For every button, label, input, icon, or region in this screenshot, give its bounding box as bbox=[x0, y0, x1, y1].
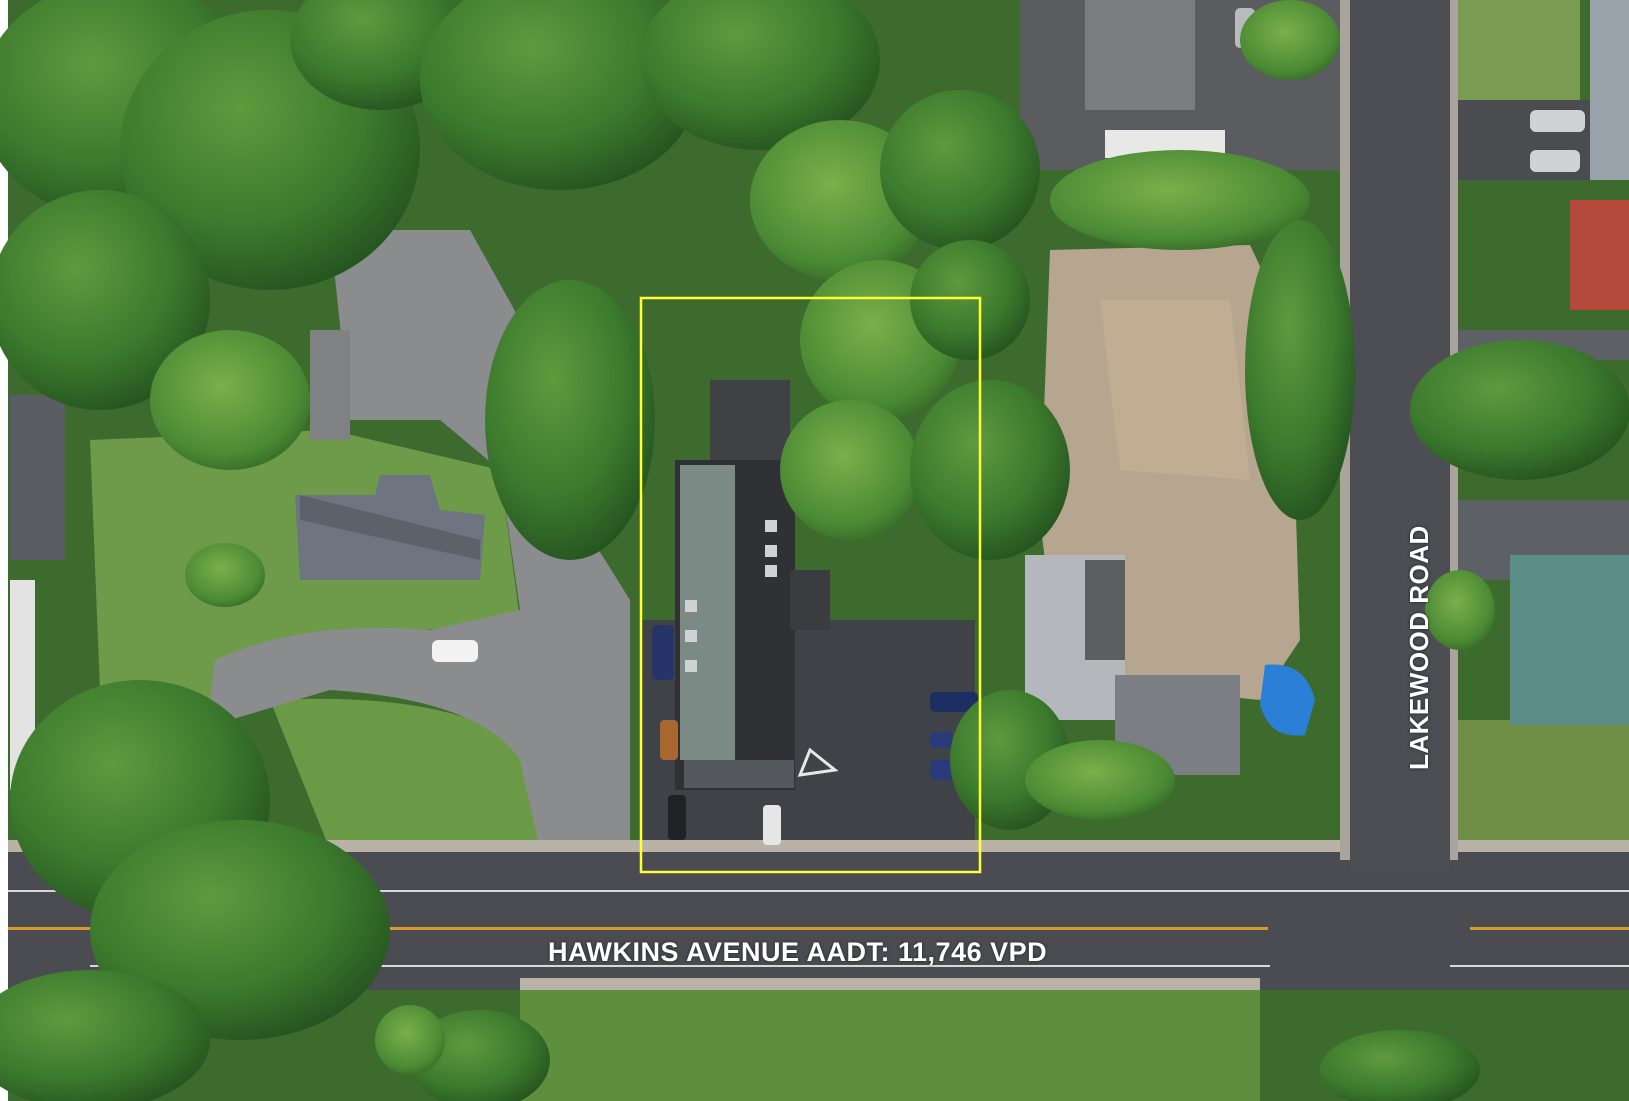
tree-canopy bbox=[1025, 740, 1175, 820]
center-line-yellow-east bbox=[1470, 927, 1629, 930]
lawn-southwest bbox=[270, 698, 550, 850]
parked-car bbox=[1530, 110, 1585, 132]
parking-stripe-marking bbox=[797, 747, 839, 777]
house-east-red-roof bbox=[1570, 200, 1629, 310]
lawn-northeast bbox=[1450, 0, 1580, 100]
parked-van bbox=[652, 625, 674, 680]
shrub bbox=[375, 1005, 445, 1075]
parked-car-white bbox=[432, 640, 478, 662]
hawkins-avenue-label: HAWKINS AVENUE AADT: 11,746 VPD bbox=[548, 937, 1048, 967]
roof-vent bbox=[685, 660, 697, 672]
tree-canopy bbox=[1240, 0, 1340, 80]
tree-canopy bbox=[1410, 340, 1629, 480]
south-sidewalk bbox=[520, 978, 1260, 990]
parked-car bbox=[1530, 150, 1580, 172]
parked-car bbox=[930, 732, 952, 748]
roof-vent bbox=[765, 520, 777, 532]
shrub bbox=[185, 543, 265, 607]
driveway-west bbox=[210, 230, 630, 850]
tree-canopy bbox=[640, 0, 880, 150]
left-margin bbox=[0, 0, 8, 1101]
lane-line-south-east bbox=[1450, 965, 1629, 967]
roof-vent bbox=[765, 545, 777, 557]
house-southeast bbox=[1510, 555, 1629, 725]
subject-building-rear bbox=[710, 380, 790, 460]
tree-canopy bbox=[410, 1010, 550, 1101]
north-sidewalk bbox=[8, 840, 1629, 852]
house-west-ridge bbox=[300, 495, 480, 560]
parked-car bbox=[660, 720, 678, 760]
roof-vent bbox=[765, 565, 777, 577]
tree-canopy bbox=[485, 280, 655, 560]
tree-canopy bbox=[0, 970, 210, 1101]
subject-building-front bbox=[684, 760, 794, 788]
tree-canopy bbox=[150, 330, 310, 470]
subject-building bbox=[675, 380, 830, 790]
tree-canopy bbox=[1245, 220, 1355, 520]
roof-vent bbox=[685, 600, 697, 612]
lakewood-road-label: LAKEWOOD ROAD bbox=[1404, 525, 1434, 770]
driveway-spur bbox=[310, 330, 350, 440]
center-line-yellow bbox=[8, 927, 1268, 930]
lawn-south-median bbox=[520, 990, 1260, 1101]
building-northeast bbox=[1590, 0, 1629, 180]
dirt-lot-light bbox=[1100, 300, 1250, 480]
tree-canopy bbox=[910, 240, 1030, 360]
subject-property-boundary bbox=[639, 296, 982, 874]
tree-canopy bbox=[1050, 150, 1310, 250]
tree-canopy bbox=[420, 0, 700, 190]
blue-tarp bbox=[1260, 664, 1315, 736]
roof-vent bbox=[685, 630, 697, 642]
lane-line-south bbox=[90, 965, 1270, 967]
tree-canopy bbox=[90, 820, 390, 1040]
building-north bbox=[1085, 0, 1195, 110]
parked-car bbox=[668, 795, 686, 840]
tree-canopy bbox=[880, 90, 1040, 250]
lane-line-north bbox=[8, 890, 1629, 892]
building-east-garage-roof bbox=[1085, 560, 1125, 660]
tree-canopy bbox=[0, 190, 210, 410]
parked-car bbox=[763, 805, 781, 845]
building-far-west bbox=[10, 395, 65, 560]
tree-canopy bbox=[1320, 1030, 1480, 1101]
subject-building-wing bbox=[790, 570, 830, 630]
lawn-east-yard bbox=[1440, 720, 1629, 850]
tree-canopy bbox=[780, 400, 920, 540]
parked-car bbox=[930, 692, 978, 712]
shrub bbox=[1425, 570, 1495, 650]
tree-canopy bbox=[910, 380, 1070, 560]
subject-building-roof-light bbox=[680, 465, 735, 760]
